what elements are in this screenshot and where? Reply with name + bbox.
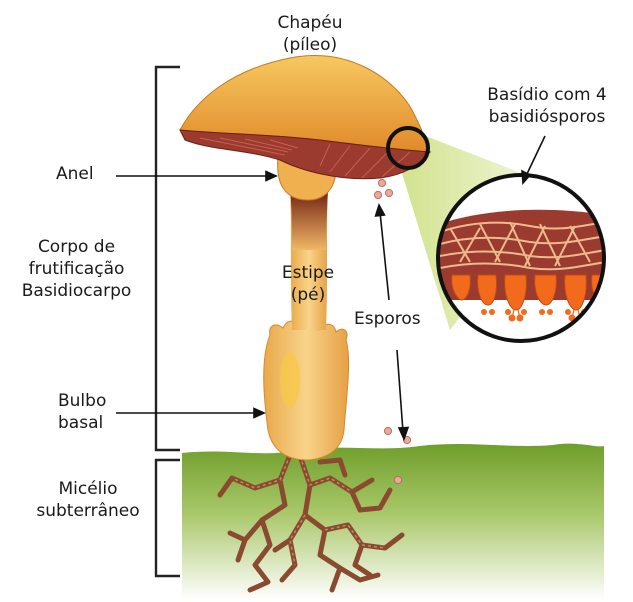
label-fruiting-body: Corpo de frutificação Basidiocarpo (0, 236, 153, 302)
label-mycelium: Micélio subterrâneo (28, 478, 148, 522)
label-spores: Esporos (354, 308, 454, 330)
label-basidium: Basídio com 4 basidiósporos (462, 84, 632, 128)
label-stipe: Estipe (pé) (268, 262, 348, 306)
label-basal-bulb: Bulbo basal (58, 390, 138, 434)
label-cap: Chapéu (píleo) (255, 12, 365, 56)
label-ring: Anel (56, 163, 116, 185)
bracket-fruiting-body (156, 67, 180, 450)
bracket-mycelium (156, 460, 180, 576)
ground-soil (182, 444, 604, 600)
bulb-highlight (280, 352, 300, 408)
basal-bulb (264, 321, 349, 460)
